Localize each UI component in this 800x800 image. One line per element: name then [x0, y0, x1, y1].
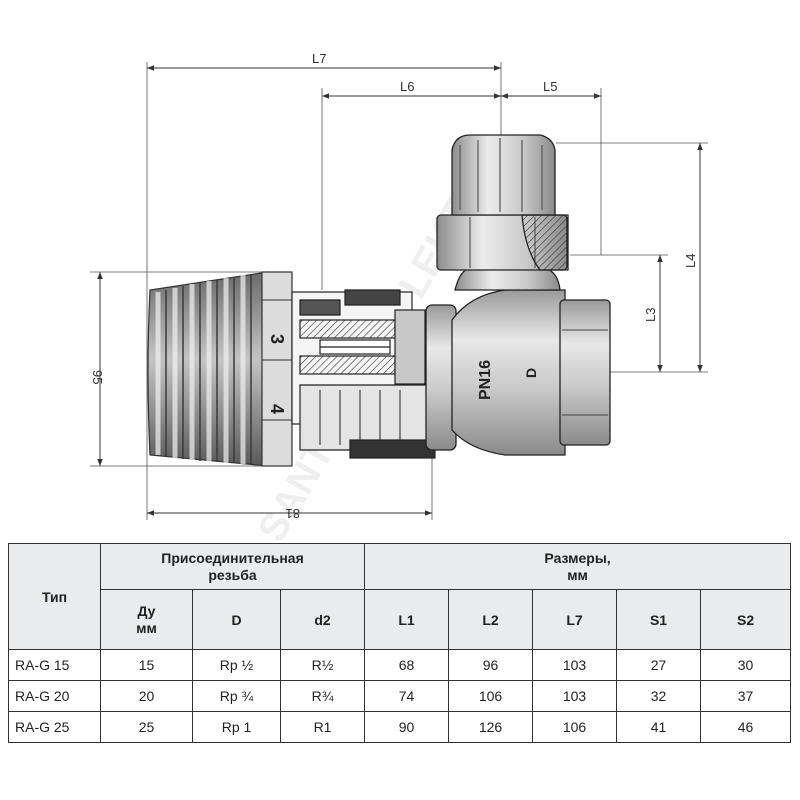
cell-d: Rp ½	[192, 649, 281, 681]
body-letter-d: D	[523, 368, 539, 378]
header-type: Тип	[8, 543, 101, 650]
dim-label-l7: L7	[312, 51, 326, 66]
cell-l7: 106	[532, 711, 618, 743]
cell-d2: R¾	[279, 680, 366, 712]
header-thread-group: Присоединительная резьба	[99, 543, 366, 590]
cell-l2: 96	[448, 649, 534, 681]
header-dy: Ду мм	[100, 589, 193, 650]
cell-d: Rp ¾	[192, 680, 281, 712]
cell-s1: 41	[616, 711, 702, 743]
cell-s2: 37	[700, 680, 792, 712]
cell-l1: 68	[364, 649, 450, 681]
scale-number-4: 4	[267, 404, 287, 414]
header-d: D	[192, 589, 281, 650]
cell-type: RA-G 15	[8, 649, 101, 681]
specification-table: Тип Присоединительная резьба Размеры, мм…	[8, 543, 792, 743]
header-l1: L1	[364, 589, 450, 650]
thermostat-knob: 3 4	[147, 271, 293, 467]
header-l2: L2	[448, 589, 534, 650]
scale-number-3: 3	[267, 334, 287, 344]
pressure-rating-mark: PN16	[477, 360, 494, 400]
table-row: RA-G 25 25 Rp 1 R1 90 126 106 41 46	[8, 711, 792, 743]
cell-dy: 25	[100, 711, 193, 743]
dim-label-l4: L4	[683, 254, 698, 268]
cell-s1: 32	[616, 680, 702, 712]
cell-dy: 15	[100, 649, 193, 681]
cell-d2: R½	[279, 649, 366, 681]
cell-l7: 103	[532, 680, 618, 712]
cell-type: RA-G 25	[8, 711, 101, 743]
cell-type: RA-G 20	[8, 680, 101, 712]
dim-label-l3: L3	[643, 308, 658, 322]
cell-l1: 90	[364, 711, 450, 743]
cell-s2: 30	[700, 649, 792, 681]
cell-d2: R1	[279, 711, 366, 743]
dim-label-l5: L5	[543, 79, 557, 94]
header-s1: S1	[616, 589, 702, 650]
header-d2: d2	[279, 589, 366, 650]
cell-s2: 46	[700, 711, 792, 743]
dimension-lines	[97, 65, 703, 516]
cell-s1: 27	[616, 649, 702, 681]
table-row: RA-G 20 20 Rp ¾ R¾ 74 106 103 32 37	[8, 680, 792, 712]
header-size-group: Размеры, мм	[364, 543, 792, 590]
cell-dy: 20	[100, 680, 193, 712]
dim-label-width: 81	[286, 506, 300, 521]
dim-label-height: 95	[90, 370, 105, 384]
cell-l2: 126	[448, 711, 534, 743]
header-l7: L7	[532, 589, 618, 650]
valve-technical-drawing: SANTEXCOMPLEKT L7 L6 L5 L4 L3 95 81	[90, 51, 708, 540]
cell-d: Rp 1	[192, 711, 281, 743]
cell-l1: 74	[364, 680, 450, 712]
valve-body	[425, 134, 611, 456]
table-row: RA-G 15 15 Rp ½ R½ 68 96 103 27 30	[8, 649, 792, 681]
cell-l2: 106	[448, 680, 534, 712]
dim-label-l6: L6	[400, 79, 414, 94]
sensor-mechanism-section	[291, 289, 436, 459]
header-s2: S2	[700, 589, 792, 650]
cell-l7: 103	[532, 649, 618, 681]
